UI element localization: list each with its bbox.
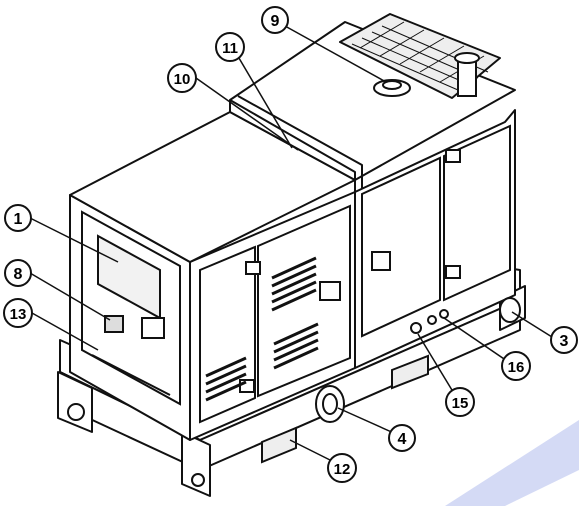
fuel-cap-inner — [382, 80, 402, 90]
callout-8-label: 8 — [14, 266, 23, 283]
panel-rail — [91, 354, 171, 396]
callout-16-label: 16 — [508, 359, 525, 376]
callout-9-label: 9 — [271, 13, 280, 30]
callout-15-label: 15 — [452, 395, 469, 412]
door-hinge-bottom — [239, 379, 255, 393]
rear-door-left — [361, 156, 441, 338]
leader-lines — [29, 25, 553, 464]
door-latch-2 — [371, 251, 391, 271]
vent-louvers — [205, 256, 319, 402]
breaker-box — [141, 317, 165, 339]
callout-11-label: 11 — [222, 40, 238, 57]
port-16b — [439, 309, 449, 319]
fork-pocket-2 — [391, 354, 429, 390]
callout-8: 8 — [4, 259, 32, 287]
port-16a — [427, 315, 437, 325]
fork-pocket-1 — [261, 426, 297, 464]
skid-leg-left — [57, 371, 93, 433]
callout-13-label: 13 — [10, 306, 27, 323]
door-latch-1 — [319, 281, 341, 301]
callout-1-label: 1 — [14, 211, 23, 228]
callout-11: 11 — [215, 32, 245, 62]
callout-16: 16 — [501, 351, 531, 381]
callout-13: 13 — [3, 298, 33, 328]
callout-9: 9 — [261, 6, 289, 34]
roof-seam-2 — [237, 95, 363, 188]
rear-hinge-bottom — [445, 265, 461, 279]
roof-seam — [229, 99, 356, 192]
drain-plate-inner — [322, 393, 338, 415]
side-door-front — [199, 245, 256, 424]
rear-hinge-top — [445, 149, 461, 163]
lifting-hole-mid — [191, 473, 205, 487]
callout-15: 15 — [445, 387, 475, 417]
callout-12-label: 12 — [334, 461, 351, 478]
callout-12: 12 — [327, 453, 357, 483]
fuel-fitting — [499, 297, 521, 323]
callout-3-label: 3 — [560, 333, 569, 350]
rear-door-right — [443, 124, 511, 302]
callout-4: 4 — [388, 424, 416, 452]
accent-stripe — [445, 420, 579, 506]
lifting-hole-left — [67, 403, 85, 421]
door-hinge-top — [245, 261, 261, 275]
callout-4-label: 4 — [398, 431, 407, 448]
callout-group: 1 8 13 10 11 9 3 16 — [3, 6, 578, 483]
callout-10-label: 10 — [174, 71, 191, 88]
callout-3: 3 — [550, 326, 578, 354]
callout-1: 1 — [4, 204, 32, 232]
exhaust-pipe-top — [454, 52, 480, 64]
port-15 — [410, 322, 422, 334]
callout-10: 10 — [167, 63, 197, 93]
